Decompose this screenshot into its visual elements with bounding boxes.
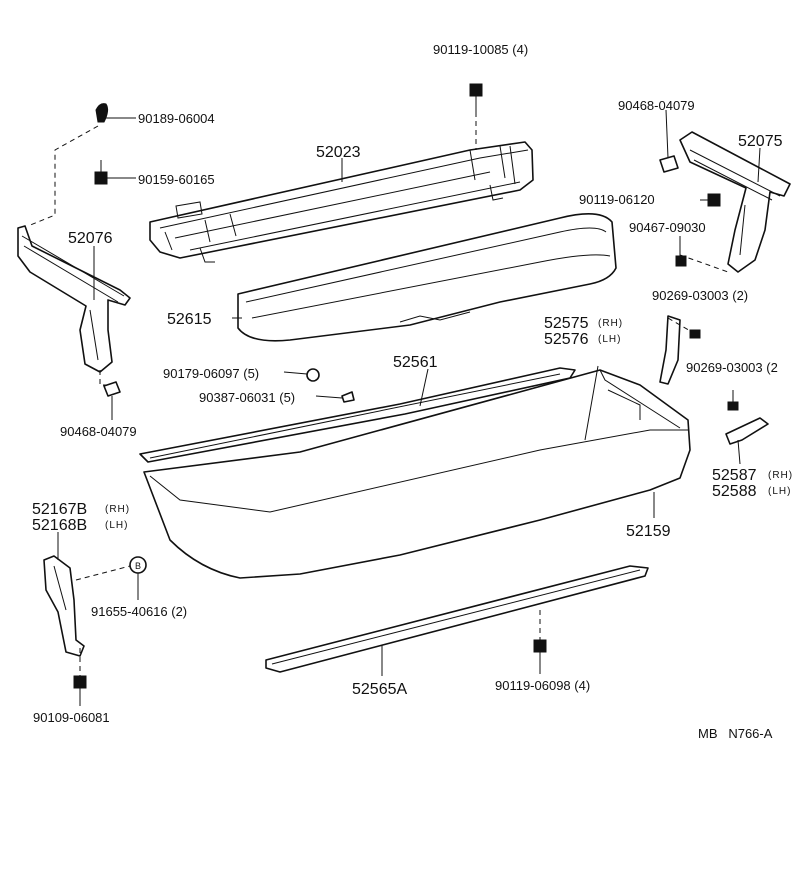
clip-90269-03003-b — [727, 390, 739, 411]
bolt-90119-10085 — [469, 83, 483, 150]
dashed-guide-left — [27, 125, 99, 227]
nut-90468-04079-upper — [659, 155, 679, 173]
bracket-52587 — [725, 417, 769, 445]
molding-52561 — [139, 367, 576, 463]
label-52167B: 52167B — [32, 501, 87, 518]
label-52167B-suffix: (RH) — [105, 504, 130, 515]
label-90387-06031: 90387-06031 (5) — [199, 390, 295, 405]
label-52587-suffix: (RH) — [768, 470, 793, 481]
energy-absorber-52615 — [237, 213, 617, 342]
label-52565A: 52565A — [352, 681, 407, 698]
label-90467-09030: 90467-09030 — [629, 220, 706, 235]
label-52168B-suffix: (LH) — [105, 520, 128, 531]
bumper-reinforcement-52023 — [149, 141, 534, 263]
label-90468-04079-top: 90468-04079 — [618, 98, 695, 113]
label-52076: 52076 — [68, 230, 113, 247]
label-52575: 52575 — [544, 315, 589, 332]
label-52576-suffix: (LH) — [598, 334, 621, 345]
label-90119-06098: 90119-06098 (4) — [495, 678, 590, 693]
label-52075: 52075 — [738, 133, 783, 150]
bolt-90119-06120 — [707, 193, 721, 207]
bolt-90159-60165 — [94, 160, 108, 185]
label-90468-04079-bottom: 90468-04079 — [60, 424, 137, 439]
label-90269-03003-b: 90269-03003 (2 — [686, 360, 778, 375]
label-52576: 52576 — [544, 331, 589, 348]
bumper-cover-52159 — [143, 365, 691, 579]
clip-90269-03003-a — [667, 317, 701, 339]
bolt-90119-06098 — [533, 610, 547, 653]
bracket-52076 — [17, 225, 131, 373]
label-52588-suffix: (LH) — [768, 486, 791, 497]
label-90269-03003-a: 90269-03003 (2) — [652, 288, 748, 303]
label-91655-40616: 91655-40616 (2) — [91, 604, 187, 619]
label-52587: 52587 — [712, 467, 757, 484]
clip-90387-06031 — [341, 391, 355, 403]
bracket-52075 — [679, 131, 791, 273]
label-90119-10085: 90119-10085 (4) — [433, 42, 528, 57]
leader-lines — [57, 109, 761, 706]
dashed-guide-left-lower — [99, 370, 115, 386]
label-52588: 52588 — [712, 483, 757, 500]
nut-90468-04079-lower — [103, 381, 121, 397]
label-52561: 52561 — [393, 354, 438, 371]
bracket-52167B — [43, 555, 85, 657]
label-90119-06120: 90119-06120 — [579, 192, 655, 207]
clip-91655-40616: B — [129, 556, 147, 574]
label-90159-60165: 90159-60165 — [138, 172, 215, 187]
label-52159: 52159 — [626, 523, 671, 540]
clip-mark-label: B — [135, 561, 141, 571]
retainer-52575 — [659, 315, 681, 385]
label-52168B: 52168B — [32, 517, 87, 534]
label-52023: 52023 — [316, 144, 361, 161]
dashed-guide-clip — [75, 565, 131, 581]
label-90189-06004: 90189-06004 — [138, 111, 215, 126]
label-52575-suffix: (RH) — [598, 318, 623, 329]
nut-90179-06097 — [306, 368, 320, 382]
diagram-code: MB N766-A — [698, 726, 773, 741]
label-90109-06081: 90109-06081 — [33, 710, 110, 725]
bolt-90467-09030 — [675, 255, 687, 267]
label-90179-06097: 90179-06097 (5) — [163, 366, 259, 381]
clip-90189-06004 — [95, 103, 109, 123]
label-52615: 52615 — [167, 311, 212, 328]
dashed-guide-right — [679, 254, 729, 273]
lower-rail-52565A — [265, 565, 649, 673]
